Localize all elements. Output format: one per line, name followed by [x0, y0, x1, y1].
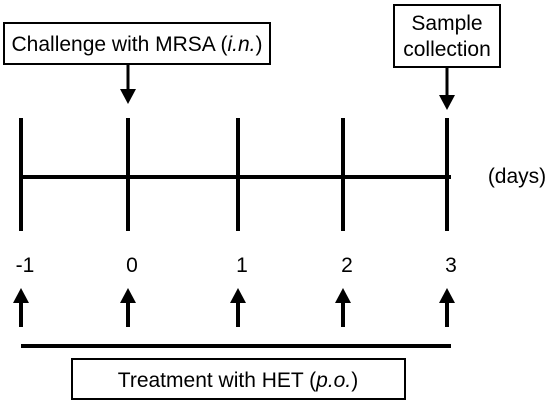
sample-collection-box	[393, 4, 501, 68]
treatment-arrow-head	[13, 288, 29, 303]
treatment-arrow-head	[439, 288, 455, 303]
challenge-box	[3, 22, 271, 65]
treatment-label-route: p.o.	[315, 369, 351, 392]
day-label: 0	[126, 254, 138, 277]
sample-label-line1: Sample	[411, 12, 482, 35]
day-label: -1	[16, 254, 35, 277]
treatment-arrows	[13, 288, 455, 327]
challenge-label: Challenge with MRSA (i.n.)	[12, 33, 263, 56]
treatment-label-suffix: )	[351, 369, 358, 392]
treatment-label-prefix: Treatment with HET (	[118, 369, 316, 392]
day-label: 1	[236, 254, 248, 277]
challenge-label-route: i.n.	[227, 33, 255, 56]
challenge-label-suffix: )	[255, 33, 262, 56]
treatment-label: Treatment with HET (p.o.)	[118, 369, 358, 392]
treatment-arrow-head	[120, 288, 136, 303]
day-labels: -1 0 1 2 3	[16, 254, 457, 277]
treatment-arrow-head	[230, 288, 246, 303]
day-label: 3	[445, 254, 457, 277]
sample-label-line2: collection	[403, 38, 491, 61]
sample-arrow-head	[439, 95, 455, 110]
day-label: 2	[341, 254, 353, 277]
challenge-arrow-head	[120, 89, 136, 104]
days-unit-label: (days)	[488, 165, 546, 188]
challenge-label-prefix: Challenge with MRSA (	[12, 33, 228, 56]
treatment-box	[71, 358, 406, 400]
day-ticks	[19, 118, 449, 231]
treatment-arrow-head	[335, 288, 351, 303]
